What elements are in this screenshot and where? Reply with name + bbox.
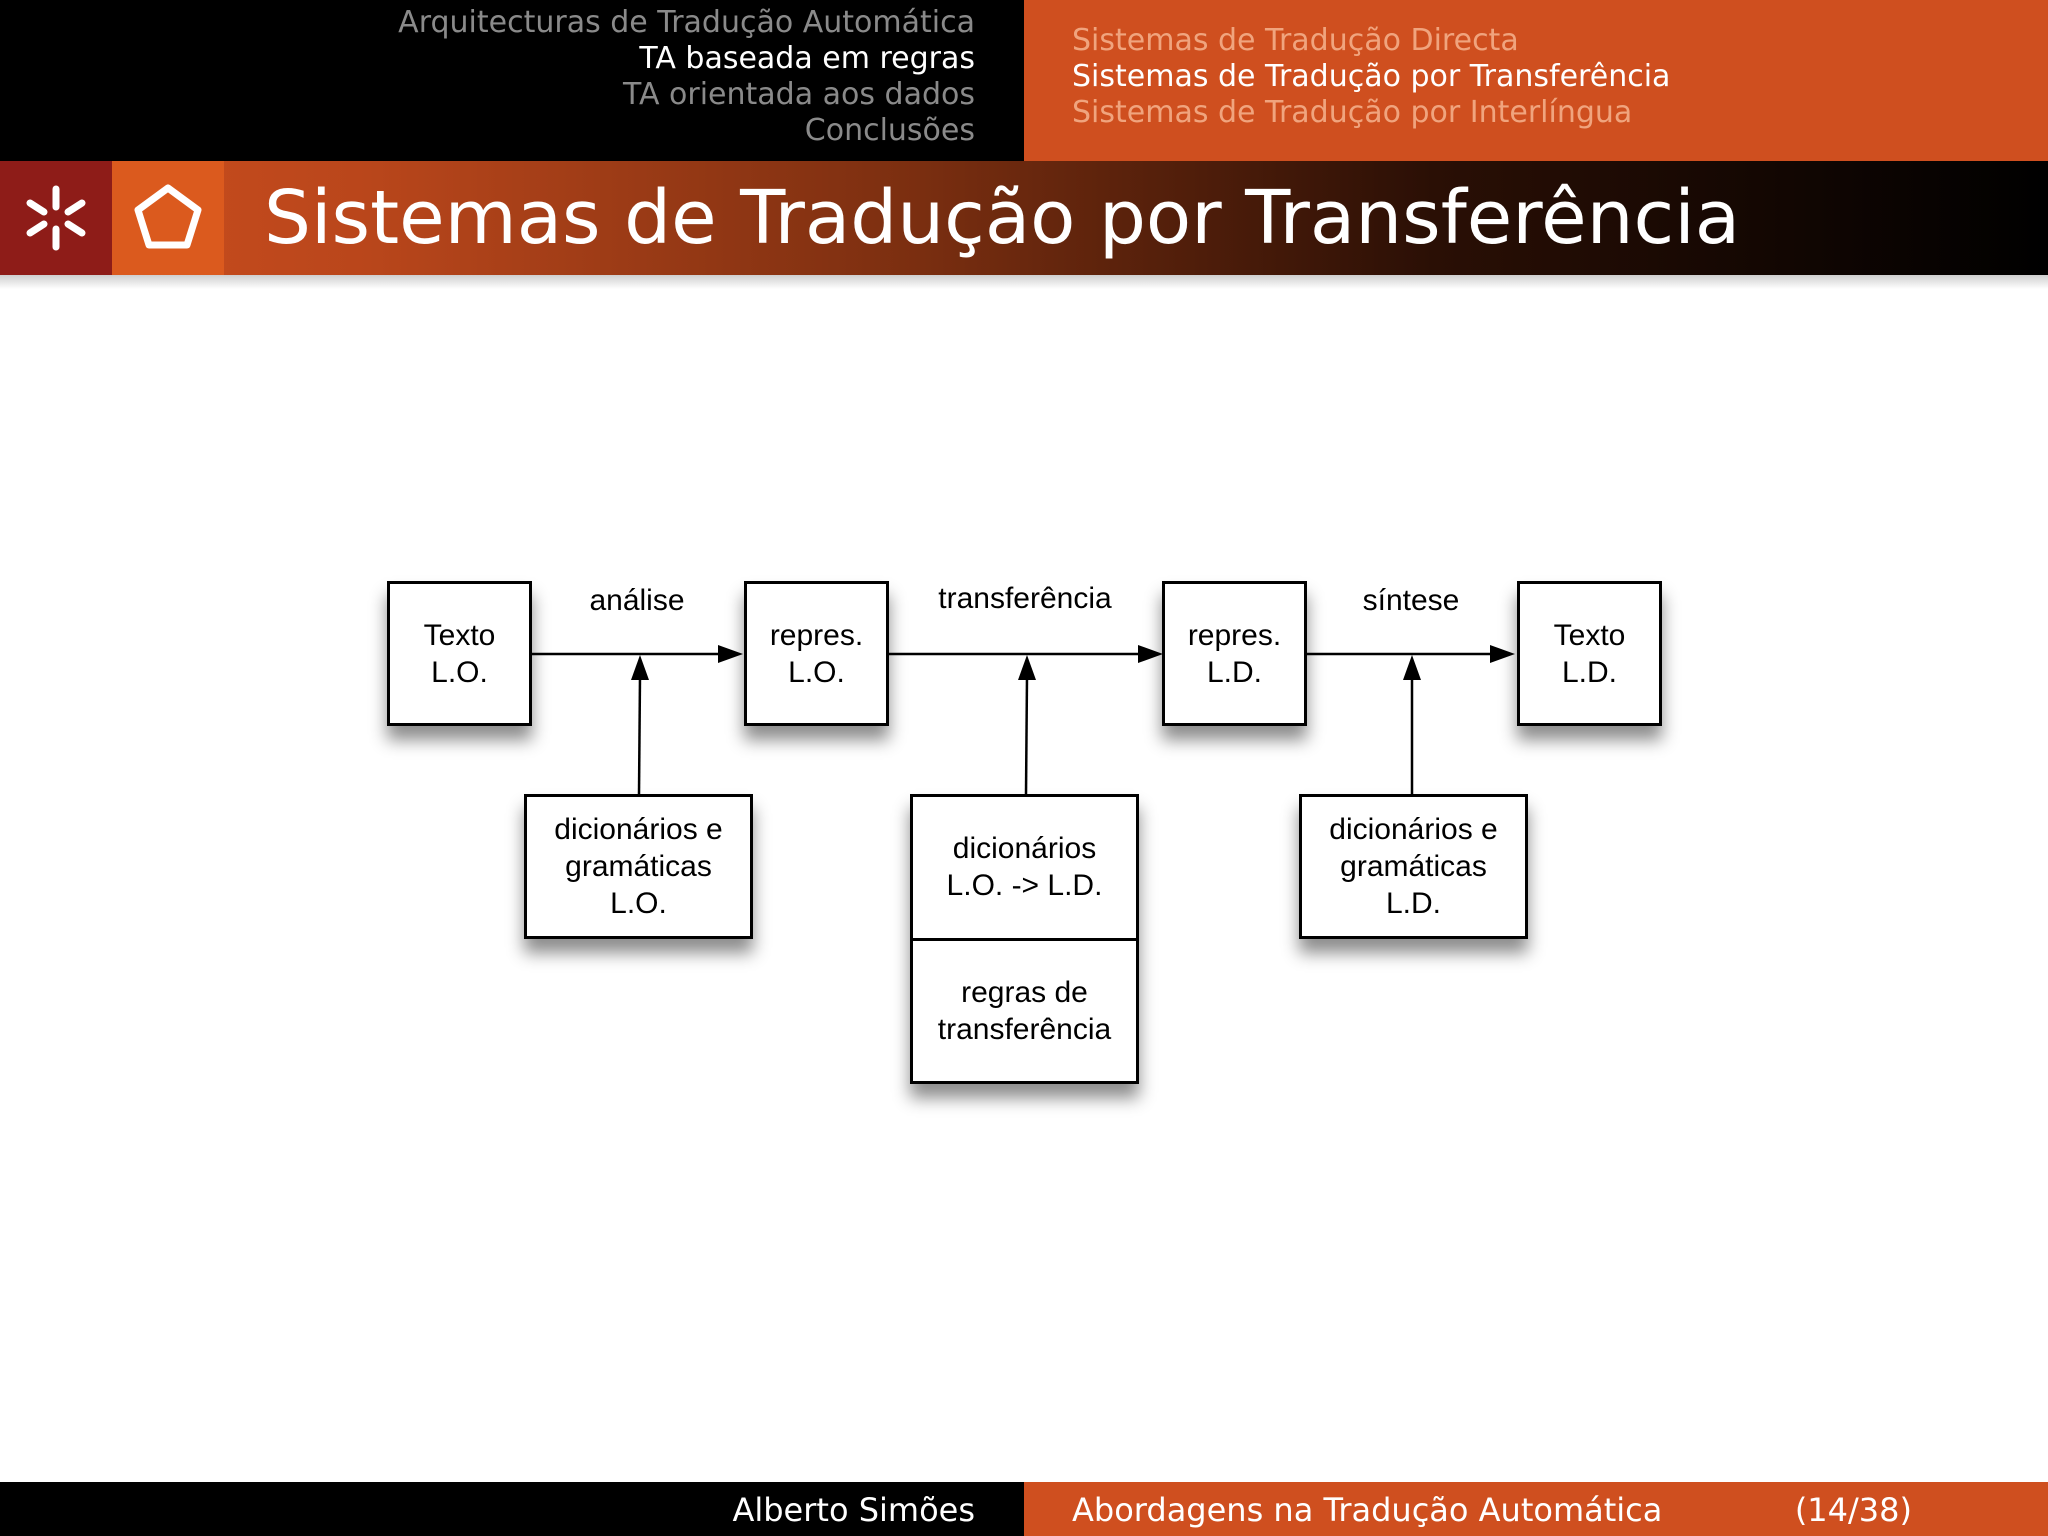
resource-source-dictionaries-line2: gramáticas [565,850,712,883]
header-subsections-panel: Sistemas de Tradução Directa Sistemas de… [1024,0,2048,161]
resource-bilingual-dictionaries: dicionários L.O. -> L.D. [913,797,1136,938]
nav-section-rule-based[interactable]: TA baseada em regras [639,41,975,76]
edge-label-analysis: análise [589,584,685,617]
title-shadow [0,275,2048,289]
resource-bilingual-dictionaries-line1: dicionários [952,832,1097,866]
node-source-text-line2: L.O. [431,655,488,689]
slide-title: Sistemas de Tradução por Transferência [264,175,1741,261]
resource-bilingual-dictionaries-line2: L.O. -> L.D. [946,869,1103,903]
resource-source-dictionaries-line1: dicionários e [554,813,723,846]
resource-transfer-rules-line2: transferência [937,1012,1112,1046]
resource-transfer-stack: dicionários L.O. -> L.D. regras de trans… [910,794,1139,1084]
resource-source-dictionaries-line3: L.O. [610,887,667,920]
node-source-representation-line2: L.O. [788,655,845,689]
footer-author: Alberto Simões [732,1491,975,1529]
footer-left: Alberto Simões [0,1482,1024,1536]
title-bar [0,161,2048,275]
nav-section-conclusions[interactable]: Conclusões [804,113,975,148]
node-source-text-line1: Texto [423,618,496,652]
nav-subsection-interlingua[interactable]: Sistemas de Tradução por Interlíngua [1072,95,1633,130]
resource-arrow-synthesis [1403,655,1421,794]
edge-label-synthesis: síntese [1362,584,1460,617]
node-target-representation-line2: L.D. [1206,655,1263,689]
edge-label-transfer: transferência [938,582,1112,615]
university-of-minho-asterisk-icon [26,185,86,251]
nav-section-data-driven[interactable]: TA orientada aos dados [622,77,975,112]
resource-arrow-transfer [1018,655,1036,795]
university-logo [0,161,112,275]
resource-target-dictionaries-line1: dicionários e [1329,813,1498,846]
footer-talk-title: Abordagens na Tradução Automática [1072,1491,1663,1529]
node-source-representation: repres.L.O. [744,581,889,726]
flow-arrow-analysis [532,645,743,663]
node-target-text-line2: L.D. [1561,655,1618,689]
resource-transfer-rules-line1: regras de [961,975,1088,1009]
node-target-representation: repres.L.D. [1162,581,1307,726]
resource-target-dictionaries-line2: gramáticas [1340,850,1487,883]
nav-subsection-transfer[interactable]: Sistemas de Tradução por Transferência [1072,59,1671,94]
node-target-representation-line1: repres. [1187,618,1282,652]
nav-subsection-direct[interactable]: Sistemas de Tradução Directa [1072,23,1519,58]
flow-arrow-transfer [889,645,1163,663]
school-logo [112,161,224,275]
footer-page-number: (14/38) [1794,1491,1912,1529]
resource-transfer-rules: regras de transferência [913,937,1136,1082]
resource-target-dictionaries-line3: L.D. [1385,887,1442,920]
node-target-text-line1: Texto [1553,618,1626,652]
flow-arrow-synthesis [1307,645,1515,663]
node-source-representation-line1: repres. [769,618,864,652]
header-sections-panel: Arquitecturas de Tradução Automática TA … [0,0,1024,161]
footer-right: Abordagens na Tradução Automática (14/38… [1024,1482,2048,1536]
pentagon-icon [134,184,202,249]
resource-arrow-analysis [631,655,649,795]
nav-section-architectures[interactable]: Arquitecturas de Tradução Automática [398,5,975,40]
